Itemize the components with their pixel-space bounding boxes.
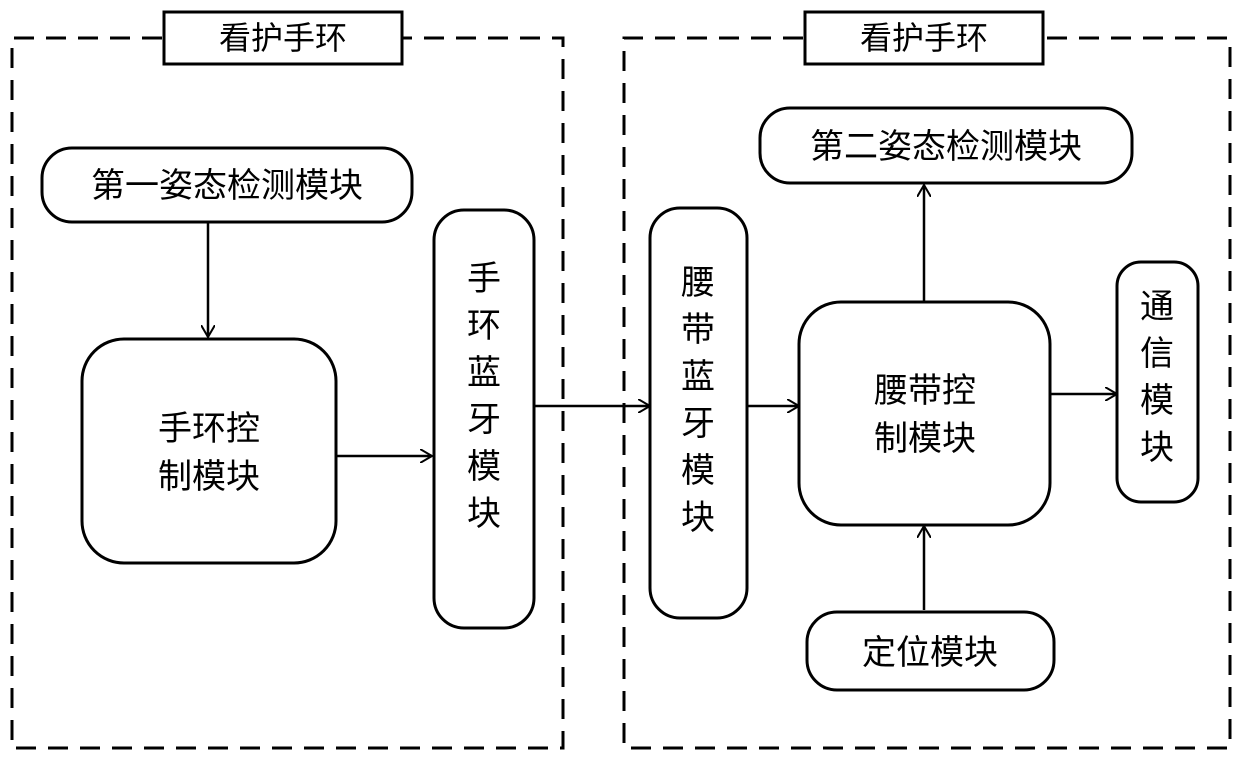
node-belt-control: 腰带控 制模块 [799, 302, 1050, 525]
node-second-posture-label: 第二姿态检测模块 [810, 127, 1082, 167]
node-communication-char: 块 [1140, 428, 1174, 468]
node-belt-bluetooth-char: 模 [681, 451, 715, 491]
node-belt-bluetooth-char: 腰 [681, 263, 715, 303]
node-wrist-bluetooth-char: 模 [467, 447, 501, 487]
node-communication: 通 信 模 块 [1117, 262, 1198, 502]
node-belt-bluetooth-char: 牙 [681, 404, 715, 444]
node-belt-bluetooth-char: 块 [681, 498, 715, 538]
node-positioning: 定位模块 [807, 612, 1054, 690]
node-belt-bluetooth-char: 带 [681, 310, 715, 350]
node-belt-bluetooth-char: 蓝 [681, 357, 715, 397]
node-wrist-control-label-1: 手环控 [158, 409, 260, 449]
node-communication-char: 信 [1140, 334, 1174, 374]
node-positioning-label: 定位模块 [862, 633, 998, 673]
node-wrist-bluetooth-char: 手 [467, 259, 501, 299]
node-first-posture-label: 第一姿态检测模块 [91, 166, 363, 206]
node-belt-bluetooth: 腰 带 蓝 牙 模 块 [650, 208, 747, 618]
node-wrist-control-label-2: 制模块 [158, 457, 260, 497]
node-wrist-control: 手环控 制模块 [82, 339, 336, 563]
node-wrist-bluetooth: 手 环 蓝 牙 模 块 [434, 210, 534, 628]
node-wrist-bluetooth-char: 蓝 [467, 353, 501, 393]
node-second-posture: 第二姿态检测模块 [760, 108, 1132, 183]
node-first-posture: 第一姿态检测模块 [42, 148, 412, 222]
node-wrist-bluetooth-char: 环 [467, 306, 501, 346]
group-left-title: 看护手环 [219, 19, 347, 57]
node-communication-char: 模 [1140, 381, 1174, 421]
node-wrist-bluetooth-char: 牙 [467, 400, 501, 440]
group-right-title: 看护手环 [860, 19, 988, 57]
node-belt-control-label-2: 制模块 [874, 419, 976, 459]
node-wrist-bluetooth-char: 块 [467, 494, 501, 534]
node-communication-char: 通 [1140, 287, 1174, 327]
node-belt-control-label-1: 腰带控 [874, 371, 976, 411]
